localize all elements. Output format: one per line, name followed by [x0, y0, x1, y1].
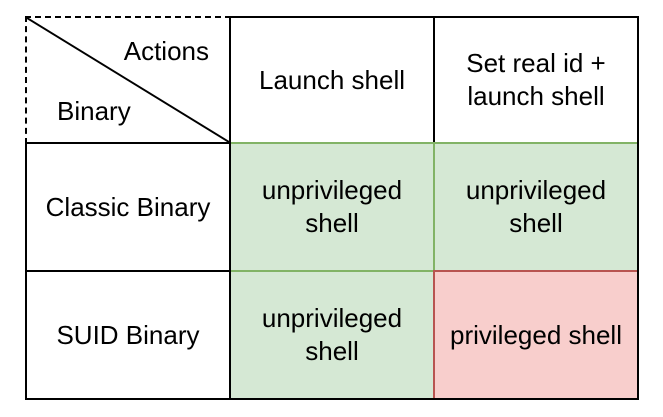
row-header-label: SUID Binary	[56, 319, 200, 350]
row-header-label: Classic Binary	[45, 191, 211, 222]
column-header-set-real-id: Set real id + launch shell	[433, 16, 639, 144]
result-text-privileged: privileged shell	[450, 319, 622, 350]
result-line-2: shell	[305, 336, 359, 366]
result-line-1: unprivileged	[261, 175, 403, 205]
column-header-line-1: Set real id +	[466, 48, 606, 78]
table-bottom-border	[25, 398, 639, 400]
row-header-classic-binary: Classic Binary	[25, 142, 231, 272]
result-cell-classic-launch: unprivileged shell	[229, 142, 435, 272]
binary-header-label: Binary	[57, 96, 131, 126]
column-header-line-2: launch shell	[467, 81, 605, 111]
result-line-2: shell	[509, 208, 563, 238]
result-cell-classic-setid: unprivileged shell	[433, 142, 639, 272]
diagonal-divider	[27, 18, 229, 142]
column-header-launch-shell: Launch shell	[229, 16, 435, 144]
corner-header-cell: Actions Binary	[25, 16, 231, 144]
actions-header-label: Actions	[123, 36, 209, 66]
result-line-1: unprivileged	[465, 175, 607, 205]
column-header-label-multiline: Set real id + launch shell	[466, 47, 605, 113]
row-header-suid-binary: SUID Binary	[25, 270, 231, 400]
result-text: unprivileged shell	[466, 174, 606, 240]
table-right-border	[637, 16, 639, 400]
table-left-border	[25, 142, 27, 400]
column-header-label: Launch shell	[259, 64, 405, 95]
result-text: unprivileged shell	[262, 302, 402, 368]
row-header-divider	[229, 142, 231, 400]
result-text: unprivileged shell	[262, 174, 402, 240]
result-cell-suid-launch: unprivileged shell	[229, 270, 435, 400]
result-cell-suid-setid: privileged shell	[433, 270, 639, 400]
result-line-2: shell	[305, 208, 359, 238]
result-line-1: unprivileged	[261, 303, 403, 333]
